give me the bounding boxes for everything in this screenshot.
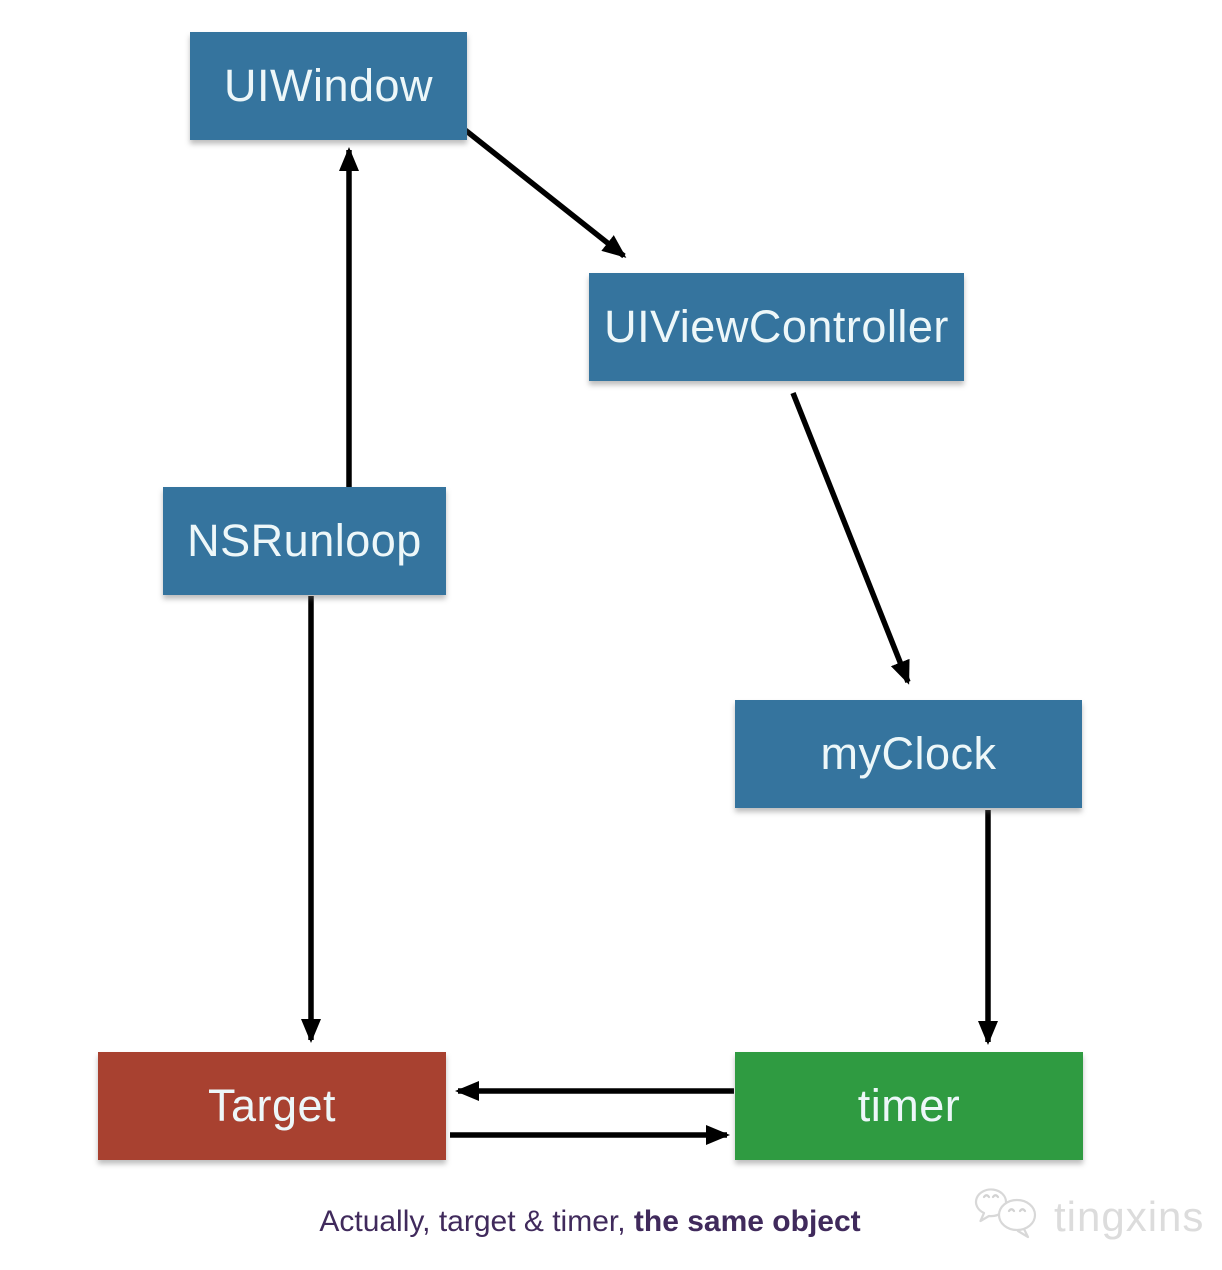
node-myclock-label: myClock: [820, 728, 997, 779]
node-target-label: Target: [207, 1080, 337, 1131]
node-timer: timer: [735, 1052, 1083, 1160]
node-timer-label: timer: [857, 1080, 961, 1131]
caption-regular: Actually, target & timer,: [319, 1205, 634, 1238]
node-uiviewcontroller-label: UIViewController: [604, 301, 949, 352]
node-uiviewcontroller: UIViewController: [589, 273, 964, 381]
node-target: Target: [98, 1052, 446, 1160]
arrow-uiviewcontroller-to-myclock: [790, 391, 911, 685]
node-myclock: myClock: [735, 700, 1082, 808]
arrow-uiwindow-to-uiviewcontroller: [448, 115, 627, 259]
watermark-text: tingxins: [1054, 1193, 1205, 1240]
watermark: tingxins: [972, 1188, 1204, 1246]
node-nsrunloop-label: NSRunloop: [187, 515, 422, 566]
chat-bubbles-logo-icon: [974, 1188, 1037, 1239]
node-uiwindow-label: UIWindow: [223, 60, 434, 111]
caption-bold: the same object: [633, 1205, 861, 1238]
caption: Actually, target & timer, the same objec…: [0, 1205, 1180, 1239]
node-uiwindow: UIWindow: [190, 32, 467, 140]
node-nsrunloop: NSRunloop: [163, 487, 446, 595]
